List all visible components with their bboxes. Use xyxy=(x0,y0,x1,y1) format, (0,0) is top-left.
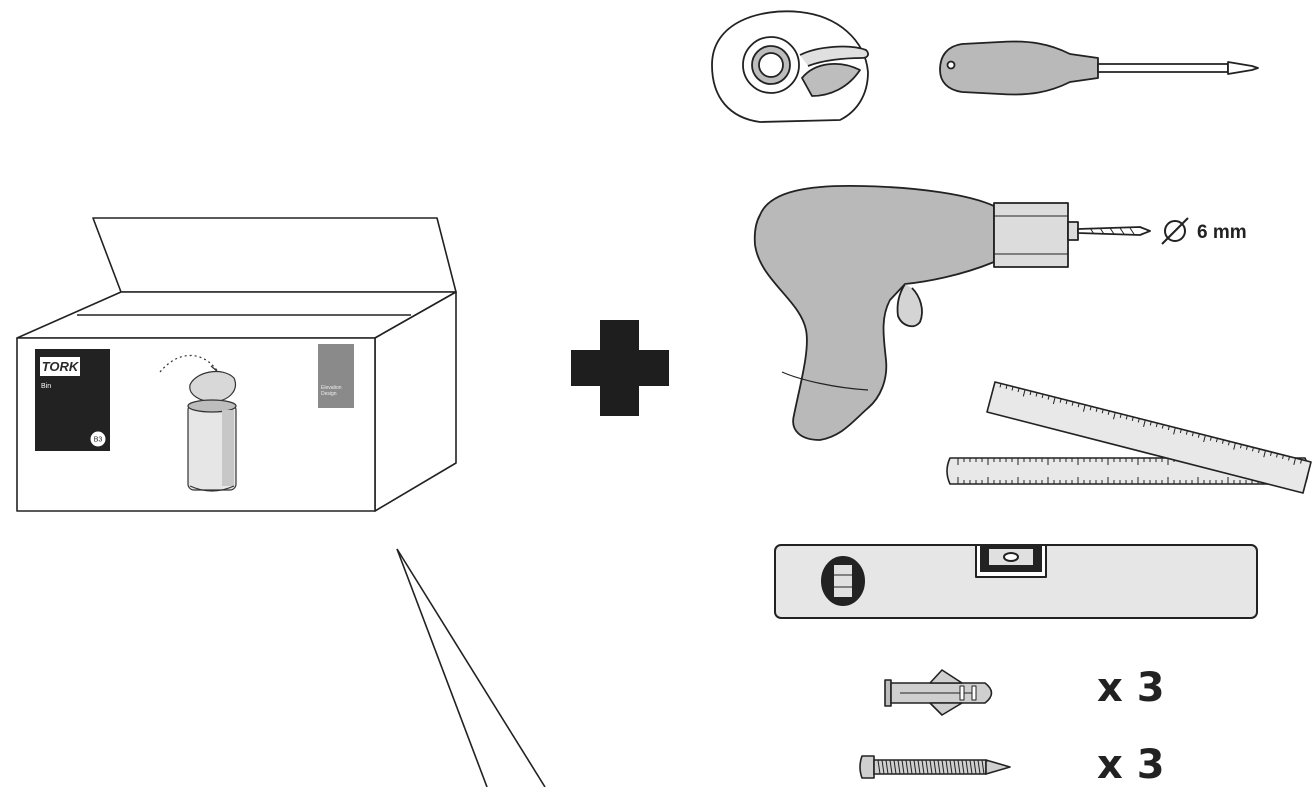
side-panel xyxy=(318,344,354,408)
diameter-icon xyxy=(1161,217,1189,245)
power-drill-icon xyxy=(753,184,1151,441)
screw-icon xyxy=(859,755,1011,779)
box-side-line1: Elevation xyxy=(321,385,342,391)
bin-icon xyxy=(159,354,237,492)
folding-ruler-icon xyxy=(946,381,1312,494)
pencil-icon xyxy=(396,548,546,787)
box-side-line2: Design xyxy=(321,391,337,397)
plus-icon xyxy=(571,320,669,416)
box-product-label: Bin xyxy=(41,383,51,390)
wall-plug-quantity: x 3 xyxy=(1097,665,1165,711)
box-brand-label: TORK xyxy=(42,359,80,374)
box-badge: B3 xyxy=(94,437,103,444)
screw-quantity: x 3 xyxy=(1097,742,1165,787)
drill-bit-size-label: 6 mm xyxy=(1197,222,1247,243)
shipping-box-icon: TORK Bin B3 Elevation Design xyxy=(16,217,457,512)
wall-plug-icon xyxy=(884,669,993,716)
tape-dispenser-icon xyxy=(711,10,869,123)
screwdriver-icon xyxy=(939,40,1259,96)
spirit-level-icon xyxy=(774,544,1258,619)
